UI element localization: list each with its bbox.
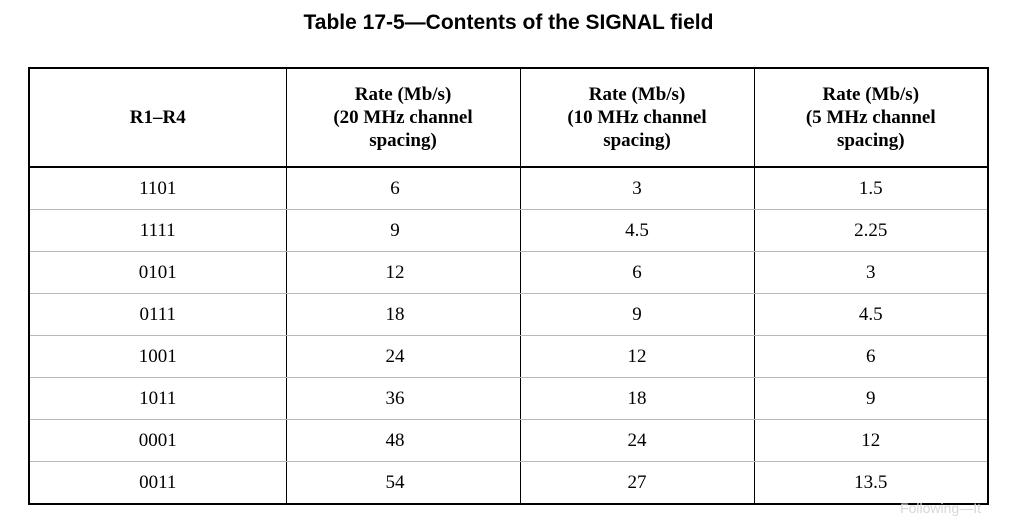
- cell-value: 18: [627, 387, 647, 409]
- cell-value: 24: [385, 345, 405, 367]
- cell-rate-10mhz: 3: [519, 167, 755, 210]
- cell-rate-10mhz: 4.5: [519, 209, 755, 252]
- watermark: Following—It: [900, 500, 981, 516]
- cell-rate-5mhz: 2.25: [753, 209, 989, 252]
- cell-value: 18: [385, 303, 405, 325]
- table-row: 0011 54 27 13.5: [28, 461, 989, 505]
- table-row: 1001 24 12 6: [28, 335, 989, 378]
- cell-value: 0111: [139, 303, 177, 325]
- cell-value: 1001: [138, 345, 177, 367]
- header-line: spacing): [603, 130, 671, 151]
- header-line: Rate (Mb/s): [822, 84, 920, 105]
- cell-rate-5mhz: 1.5: [753, 167, 989, 210]
- signal-field-table: R1–R4 Rate (Mb/s) (20 MHz channel spacin…: [28, 67, 989, 505]
- cell-r1-r4: 0111: [28, 293, 287, 336]
- cell-value: 3: [866, 261, 876, 283]
- cell-rate-20mhz: 18: [285, 293, 521, 336]
- header-rate-10mhz: Rate (Mb/s) (10 MHz channel spacing): [519, 68, 755, 168]
- cell-value: 6: [390, 177, 400, 199]
- cell-rate-10mhz: 9: [519, 293, 755, 336]
- cell-rate-5mhz: 4.5: [753, 293, 989, 336]
- cell-rate-20mhz: 6: [285, 167, 521, 210]
- cell-rate-5mhz: 12: [753, 419, 989, 462]
- cell-value: 54: [385, 471, 405, 493]
- cell-r1-r4: 0101: [28, 251, 287, 294]
- cell-rate-20mhz: 36: [285, 377, 521, 420]
- cell-rate-20mhz: 54: [285, 461, 521, 505]
- cell-value: 24: [627, 429, 647, 451]
- table-row: 0111 18 9 4.5: [28, 293, 989, 336]
- cell-rate-5mhz: 3: [753, 251, 989, 294]
- table-row: 1101 6 3 1.5: [28, 167, 989, 210]
- header-r1-r4: R1–R4: [28, 68, 287, 168]
- cell-value: 36: [385, 387, 405, 409]
- cell-r1-r4: 0001: [28, 419, 287, 462]
- cell-value: 0011: [139, 471, 177, 493]
- table-caption: Table 17-5—Contents of the SIGNAL field: [303, 11, 714, 34]
- cell-rate-5mhz: 9: [753, 377, 989, 420]
- cell-value: 3: [632, 177, 642, 199]
- cell-value: 12: [627, 345, 647, 367]
- cell-value: 2.25: [854, 219, 888, 241]
- cell-rate-5mhz: 13.5: [753, 461, 989, 505]
- header-rate-20mhz: Rate (Mb/s) (20 MHz channel spacing): [285, 68, 521, 168]
- header-line: Rate (Mb/s): [354, 84, 452, 105]
- cell-rate-10mhz: 6: [519, 251, 755, 294]
- cell-rate-20mhz: 24: [285, 335, 521, 378]
- table-body: 1101 6 3 1.5 1111 9 4.5 2.25 0101 12 6 3…: [28, 167, 989, 505]
- cell-rate-5mhz: 6: [753, 335, 989, 378]
- header-line: R1–R4: [129, 107, 186, 128]
- cell-rate-20mhz: 9: [285, 209, 521, 252]
- cell-r1-r4: 1111: [28, 209, 287, 252]
- table-header: R1–R4 Rate (Mb/s) (20 MHz channel spacin…: [28, 68, 989, 168]
- cell-value: 13.5: [854, 471, 888, 493]
- cell-rate-20mhz: 48: [285, 419, 521, 462]
- cell-value: 4.5: [858, 303, 883, 325]
- table-row: 0101 12 6 3: [28, 251, 989, 294]
- table-row: 1111 9 4.5 2.25: [28, 209, 989, 252]
- cell-value: 6: [866, 345, 876, 367]
- cell-value: 1.5: [858, 177, 883, 199]
- table-row: 1011 36 18 9: [28, 377, 989, 420]
- cell-r1-r4: 1001: [28, 335, 287, 378]
- header-line: (10 MHz channel: [567, 107, 707, 128]
- cell-rate-20mhz: 12: [285, 251, 521, 294]
- cell-value: 0101: [138, 261, 177, 283]
- cell-value: 4.5: [625, 219, 649, 241]
- header-line: Rate (Mb/s): [588, 84, 686, 105]
- cell-value: 1101: [139, 177, 177, 199]
- header-line: (20 MHz channel: [333, 107, 473, 128]
- cell-value: 27: [627, 471, 647, 493]
- header-line: (5 MHz channel: [805, 107, 936, 128]
- cell-rate-10mhz: 24: [519, 419, 755, 462]
- cell-value: 12: [385, 261, 405, 283]
- cell-value: 0001: [138, 429, 177, 451]
- cell-r1-r4: 0011: [28, 461, 287, 505]
- table-row: 0001 48 24 12: [28, 419, 989, 462]
- cell-value: 12: [861, 429, 881, 451]
- cell-rate-10mhz: 18: [519, 377, 755, 420]
- cell-value: 48: [385, 429, 405, 451]
- cell-value: 1111: [139, 219, 176, 241]
- cell-value: 6: [632, 261, 642, 283]
- cell-rate-10mhz: 12: [519, 335, 755, 378]
- header-rate-5mhz: Rate (Mb/s) (5 MHz channel spacing): [753, 68, 989, 168]
- header-line: spacing): [836, 130, 905, 151]
- cell-r1-r4: 1101: [28, 167, 287, 210]
- header-row: R1–R4 Rate (Mb/s) (20 MHz channel spacin…: [28, 68, 989, 168]
- cell-value: 9: [632, 303, 642, 325]
- cell-value: 9: [390, 219, 400, 241]
- cell-r1-r4: 1011: [28, 377, 287, 420]
- cell-value: 1011: [139, 387, 177, 409]
- cell-value: 9: [866, 387, 876, 409]
- cell-rate-10mhz: 27: [519, 461, 755, 505]
- header-line: spacing): [369, 130, 437, 151]
